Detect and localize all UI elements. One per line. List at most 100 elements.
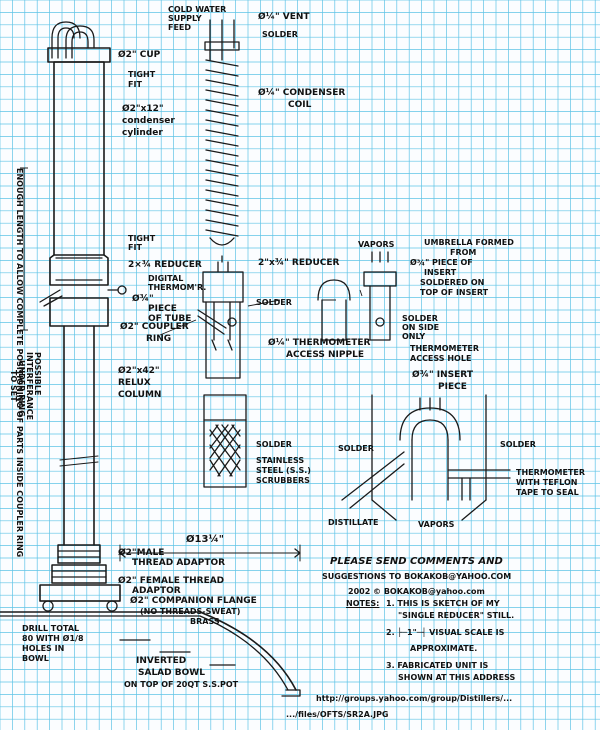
label-access-nipple: ACCESS NIPPLE [286,350,364,360]
female-thread-adaptor [51,564,107,584]
label-interferance: INTERFERANCE [25,352,34,421]
label-note-2a: 2. ├─1"─┤ VISUAL SCALE IS [386,628,505,637]
label-on-top: ON TOP OF 20QT S.S.POT [124,680,239,689]
label-piece-size: Ø¾" [132,294,154,304]
label-digital: DIGITAL [148,274,184,283]
label-stainless: STAINLESS [256,456,305,465]
label-thread-adaptor: THREAD ADAPTOR [132,558,226,568]
reducer [49,254,109,286]
label-under-ring: UNDER RING [17,360,26,417]
label-feed: FEED [168,23,192,32]
label-solder-low: SOLDER [256,440,292,449]
label-steel: STEEL (S.S.) [256,466,311,475]
label-umbrella-2: FROM [450,248,477,257]
label-to-set: TO SET [9,370,18,402]
label-note-3b: SHOWN AT THIS ADDRESS [398,673,516,682]
label-flange: Ø2" COMPANION FLANGE [130,596,257,606]
salad-bowl [0,611,297,691]
reducer-detail [197,255,244,379]
label-supply: SUPPLY [168,14,202,23]
label-url-1: http://groups.yahoo.com/group/Distillers… [316,694,513,703]
label-year: 2002 © BOKAKOB@yahoo.com [348,587,485,596]
label-umbrella-6: TOP OF INSERT [420,288,489,297]
label-umbrella-1: UMBRELLA FORMED [424,238,514,247]
label-vapors-top: VAPORS [358,240,395,249]
coupler-ring [49,297,109,327]
male-thread-adaptor [57,544,101,564]
label-column: COLUMN [118,390,162,400]
label-reducer: 2×¾ REDUCER [128,260,202,270]
label-url-2: .../files/OFTS/SR2A.JPG [286,710,389,719]
condenser-cylinder [53,61,105,256]
label-insert: Ø¾" INSERT [412,370,473,380]
scrubbers-section [203,394,247,488]
label-solder-right: SOLDER [500,440,536,449]
label-coil-size: Ø¼" CONDENSER [258,88,346,98]
label-note-1a: 1. THIS IS SKETCH OF MY [386,599,500,608]
label-vent: Ø¼" VENT [258,12,310,22]
label-scrubbers: SCRUBBERS [256,476,310,485]
label-drill-2: 80 WITH Ø1/8 [22,634,84,643]
label-with-teflon: WITH TEFLON [516,478,578,487]
label-inverted: INVERTED [136,656,187,666]
label-dim-134: Ø13¼" [186,534,224,545]
label-solder-side-2: ON SIDE [402,323,440,332]
label-note-2b: APPROXIMATE. [410,644,478,653]
umbrella-insert [317,251,397,341]
label-relux: RELUX [118,378,151,388]
supply-pipes [51,21,95,59]
label-reducer-2: 2"x¾" REDUCER [258,258,340,268]
companion-flange [39,584,121,602]
label-umbrella-3: Ø¾" PIECE OF [410,258,473,267]
label-female: Ø2" FEMALE THREAD [118,576,225,586]
label-enough-length: ENOUGH LENGTH TO ALLOW COMPLETE POSITION… [15,168,24,558]
cap-cup [47,47,111,63]
label-please-1: PLEASE SEND COMMENTS AND [330,556,503,567]
label-drill-3: HOLES IN [22,644,65,653]
label-therm-nipple: Ø¼" THERMOMETER [268,338,371,348]
label-cold-water: COLD WATER [168,5,227,14]
label-cylinder-size: Ø2"x12" [122,104,164,114]
label-no-threads: (NO THREADS-SWEAT) [140,607,241,616]
label-note-1b: "SINGLE REDUCER" STILL. [398,611,515,620]
label-solder-top: SOLDER [262,30,298,39]
label-tight-fit-a: TIGHT [128,70,156,79]
label-solder-left: SOLDER [338,444,374,453]
condenser-coil [204,19,240,246]
thermometer-stub [39,289,63,307]
label-umbrella-4: INSERT [424,268,457,277]
label-note-3a: 3. FABRICATED UNIT IS [386,661,489,670]
reflux-column [63,325,95,546]
label-insert-piece: PIECE [438,382,467,392]
label-tight-fit-d: FIT [128,243,142,252]
label-distillate: DISTILLATE [328,518,379,527]
label-drill-4: BOWL [22,654,49,663]
label-therm-hole-2: ACCESS HOLE [410,354,472,363]
label-coil: COIL [288,100,312,110]
label-solder-side-1: SOLDER [402,314,438,323]
label-cylinder: cylinder [122,128,163,138]
label-tight-fit-c: TIGHT [128,234,156,243]
label-drill-1: DRILL TOTAL [22,624,80,633]
label-of-tube: OF TUBE [148,314,192,324]
label-male: Ø2"MALE [118,548,165,558]
label-umbrella-5: SOLDERED ON [420,278,485,287]
label-condenser: condenser [122,116,175,126]
label-coupler: Ø2" COUPLER [120,322,189,332]
label-salad-bowl: SALAD BOWL [138,668,205,678]
insert-detail [341,394,511,521]
label-thermom: THERMOM'R. [148,283,207,292]
label-notes: NOTES: [346,599,380,608]
label-tape-to-seal: TAPE TO SEAL [516,488,579,497]
label-vapors-bottom: VAPORS [418,520,455,529]
label-solder-mid: SOLDER [256,298,292,307]
label-therm-hole-1: THERMOMETER [410,344,480,353]
label-possible: POSSIBLE [33,352,42,396]
label-tight-fit-b: FIT [128,80,142,89]
label-reflux-size: Ø2"x42" [118,366,160,376]
label-piece: PIECE [148,304,177,314]
label-ring: RING [146,334,172,344]
